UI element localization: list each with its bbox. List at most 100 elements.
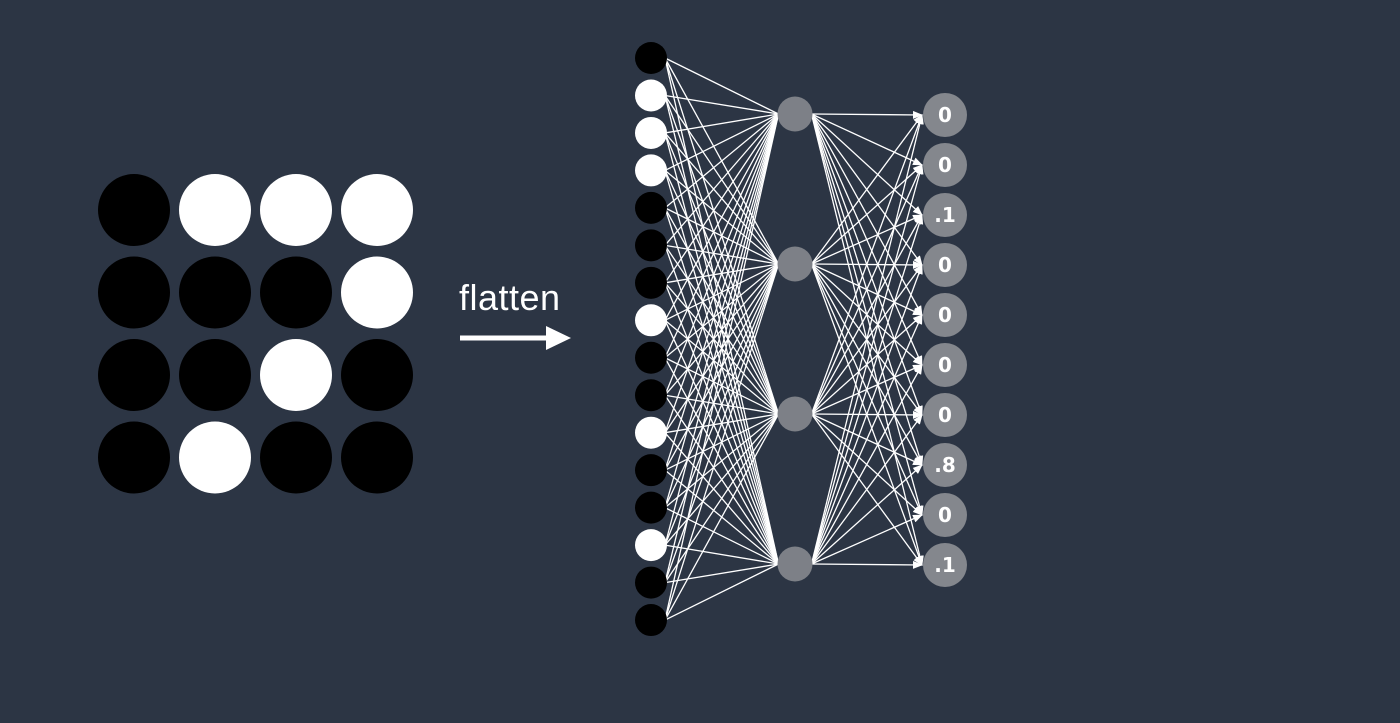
grid-pixel-black [98, 174, 170, 246]
input-node-white [635, 116, 667, 149]
grid-pixel-black [341, 421, 413, 494]
hidden-output-connection [811, 110, 923, 119]
input-hidden-connection [664, 113, 779, 171]
output-value: 0 [938, 303, 952, 327]
output-node-circle [923, 243, 967, 287]
grid-pixel-white [260, 174, 332, 246]
output-node: .1 [923, 543, 967, 587]
input-hidden-connection [664, 113, 780, 621]
input-hidden-connection [664, 113, 779, 134]
hidden-node [777, 546, 813, 582]
grid-pixel-white [179, 421, 251, 494]
input-node-white [635, 154, 667, 187]
input-layer [635, 42, 667, 637]
output-node: 0 [923, 293, 967, 337]
hidden-node [777, 396, 813, 432]
output-node: .8 [923, 443, 967, 487]
input-hidden-connection [664, 413, 779, 546]
input-hidden-connection [664, 563, 779, 621]
output-value: 0 [938, 153, 952, 177]
grid-pixel-black [98, 256, 170, 329]
hidden-output-connection [810, 114, 923, 265]
input-hidden-connection [664, 413, 779, 509]
output-value: .8 [934, 453, 956, 477]
grid-pixel-white [341, 174, 413, 246]
input-hidden-connection [664, 94, 779, 115]
hidden-output-connection [810, 164, 923, 415]
hidden-output-connection [810, 114, 924, 565]
output-node-circle [923, 143, 967, 187]
hidden-output-connection [811, 464, 923, 565]
input-node-black [635, 229, 667, 262]
output-node-circle [923, 443, 967, 487]
grid-pixel-black [98, 339, 170, 411]
hidden-output-connection [810, 164, 924, 565]
input-hidden-connection [664, 113, 780, 546]
hidden-output-connection [811, 514, 923, 565]
image-grid [98, 174, 413, 494]
output-value: .1 [934, 203, 956, 227]
output-node: 0 [923, 93, 967, 137]
input-hidden-connection [664, 263, 780, 546]
hidden-output-connection [810, 264, 923, 565]
grid-pixel-black [260, 421, 332, 494]
hidden-output-connection [811, 113, 923, 216]
output-node-circle [923, 193, 967, 237]
output-value: 0 [938, 503, 952, 527]
output-node: 0 [923, 393, 967, 437]
output-node-circle [923, 93, 967, 137]
hidden-node [777, 96, 813, 132]
input-hidden-connection [664, 113, 780, 396]
output-node-circle [923, 293, 967, 337]
output-node-circle [923, 343, 967, 387]
input-hidden-connection [664, 113, 779, 246]
hidden-output-connection [810, 364, 923, 565]
input-node-white [635, 304, 667, 337]
flatten-label: flatten [459, 277, 561, 318]
input-node-black [635, 266, 667, 299]
hidden-output-connection [811, 164, 923, 265]
grid-pixel-white [260, 339, 332, 411]
hidden-output-connection [811, 113, 923, 166]
input-hidden-connection [664, 263, 780, 621]
hidden-output-connection [811, 214, 923, 265]
input-hidden-connection [664, 113, 780, 471]
input-hidden-connection [664, 57, 779, 115]
hidden-output-connection [810, 314, 923, 565]
output-node: .1 [923, 193, 967, 237]
hidden-output-connection [810, 114, 923, 415]
right-arrow-icon [460, 326, 571, 350]
output-value: 0 [938, 403, 952, 427]
input-hidden-connection [664, 113, 780, 321]
input-node-black [635, 191, 667, 224]
input-hidden-connection [664, 263, 780, 583]
output-value: 0 [938, 103, 952, 127]
hidden-output-connection [810, 214, 923, 415]
input-node-white [635, 79, 667, 112]
output-value: 0 [938, 353, 952, 377]
input-hidden-connection [664, 544, 779, 565]
input-hidden-connection [664, 413, 780, 583]
input-hidden-connection [664, 113, 779, 209]
input-node-white [635, 529, 667, 562]
input-hidden-connection [664, 113, 780, 433]
hidden-output-connection [810, 414, 923, 565]
hidden-layer [777, 96, 813, 582]
output-node-circle [923, 393, 967, 437]
input-node-black [635, 341, 667, 374]
output-value: .1 [934, 553, 956, 577]
grid-pixel-white [341, 256, 413, 329]
input-hidden-connection [664, 507, 779, 565]
input-node-black [635, 491, 667, 524]
input-hidden-connection [664, 113, 780, 508]
grid-pixel-black [260, 256, 332, 329]
grid-pixel-black [179, 339, 251, 411]
input-node-black [635, 454, 667, 487]
network-connections [664, 57, 924, 621]
input-hidden-connection [664, 113, 780, 583]
input-hidden-connection [664, 113, 780, 359]
input-node-black [635, 379, 667, 412]
